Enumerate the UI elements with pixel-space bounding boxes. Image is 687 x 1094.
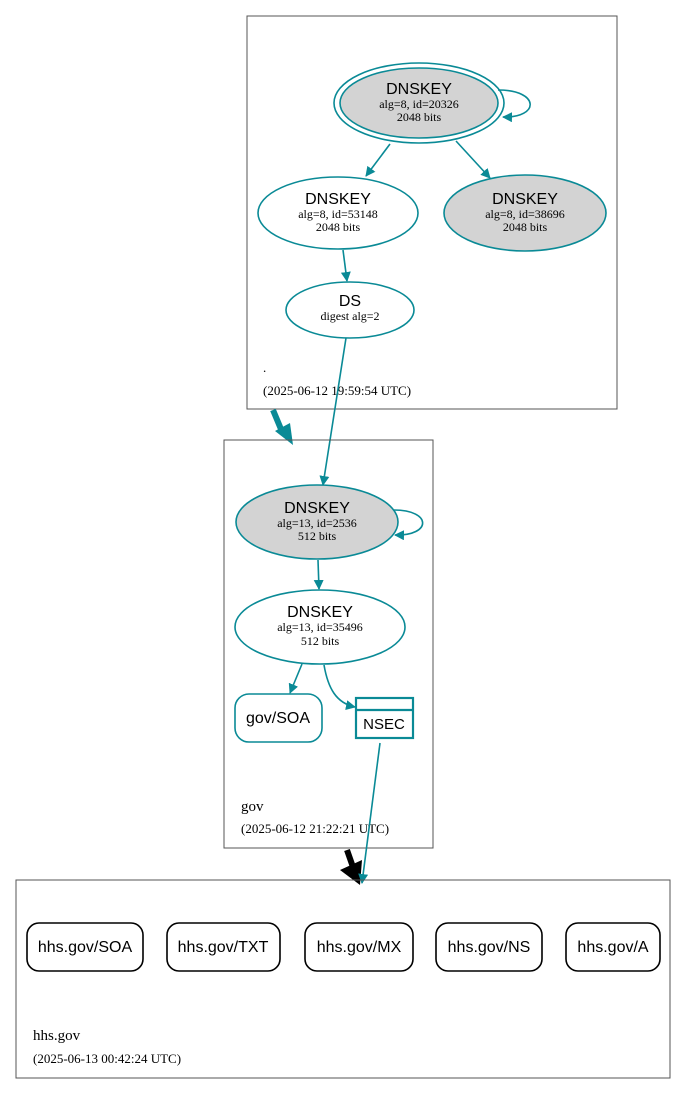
gov-ksk-alg: alg=13, id=2536 bbox=[277, 516, 357, 530]
record-label: hhs.gov/NS bbox=[448, 939, 531, 956]
root-zsk1-alg: alg=8, id=53148 bbox=[298, 207, 378, 221]
zone-hhs-name: hhs.gov bbox=[33, 1028, 81, 1044]
gov-ksk-node[interactable]: DNSKEY alg=13, id=2536 512 bits bbox=[235, 484, 399, 560]
zone-gov: gov (2025-06-12 21:22:21 UTC) bbox=[223, 439, 434, 849]
delegation-gov-to-hhs-head bbox=[340, 860, 362, 885]
zone-hhs-timestamp: (2025-06-13 00:42:24 UTC) bbox=[33, 1051, 181, 1066]
edge-root-ds-to-gov-ksk bbox=[319, 337, 347, 486]
gov-soa-node[interactable]: gov/SOA bbox=[234, 693, 323, 743]
zone-root-name: . bbox=[263, 360, 266, 375]
edge-root-ksk-to-zsk2 bbox=[455, 140, 491, 179]
edge-nsec-to-hhs bbox=[358, 742, 381, 884]
gov-ksk-self-edge bbox=[393, 509, 424, 541]
record-label: hhs.gov/TXT bbox=[178, 939, 269, 956]
root-zsk2-title: DNSKEY bbox=[492, 191, 558, 208]
gov-zsk-node[interactable]: DNSKEY alg=13, id=35496 512 bits bbox=[234, 589, 406, 665]
edge-gov-zsk-to-nsec bbox=[323, 664, 356, 711]
gov-nsec-label: NSEC bbox=[363, 716, 405, 733]
record-node[interactable]: hhs.gov/NS bbox=[435, 922, 543, 972]
root-zsk2-alg: alg=8, id=38696 bbox=[485, 207, 565, 221]
edge-gov-ksk-to-zsk bbox=[313, 559, 324, 590]
root-ds-node[interactable]: DS digest alg=2 bbox=[285, 281, 415, 339]
gov-soa-label: gov/SOA bbox=[246, 710, 310, 727]
edge-root-ksk-to-zsk1 bbox=[365, 143, 391, 177]
gov-zsk-alg: alg=13, id=35496 bbox=[277, 620, 363, 634]
record-node[interactable]: hhs.gov/TXT bbox=[166, 922, 281, 972]
zone-hhs: hhs.gov (2025-06-13 00:42:24 UTC) bbox=[15, 879, 671, 1079]
record-node[interactable]: hhs.gov/MX bbox=[304, 922, 414, 972]
root-ds-digest: digest alg=2 bbox=[320, 309, 379, 323]
edge-gov-zsk-to-soa bbox=[288, 663, 303, 694]
root-zsk2-node[interactable]: DNSKEY alg=8, id=38696 2048 bits bbox=[443, 174, 607, 252]
root-ksk-alg: alg=8, id=20326 bbox=[379, 97, 459, 111]
gov-zsk-bits: 512 bits bbox=[301, 634, 340, 648]
zone-gov-box bbox=[223, 439, 434, 849]
root-zsk1-node[interactable]: DNSKEY alg=8, id=53148 2048 bits bbox=[257, 176, 419, 250]
edge-root-zsk1-to-ds bbox=[340, 249, 351, 282]
root-ds-title: DS bbox=[339, 293, 361, 310]
gov-ksk-title: DNSKEY bbox=[284, 500, 350, 517]
gov-nsec-node[interactable]: NSEC bbox=[354, 696, 415, 740]
record-node[interactable]: hhs.gov/A bbox=[565, 922, 661, 972]
zone-gov-timestamp: (2025-06-12 21:22:21 UTC) bbox=[241, 821, 389, 836]
root-ksk-bits: 2048 bits bbox=[397, 110, 442, 124]
zone-root-box bbox=[246, 15, 618, 410]
root-ksk-self-edge bbox=[497, 89, 531, 123]
hhs-records: hhs.gov/SOA hhs.gov/TXT hhs.gov/MX hhs.g… bbox=[26, 922, 661, 972]
record-label: hhs.gov/A bbox=[577, 939, 648, 956]
gov-zsk-title: DNSKEY bbox=[287, 604, 353, 621]
record-label: hhs.gov/SOA bbox=[38, 939, 133, 956]
zone-hhs-box bbox=[15, 879, 671, 1079]
zone-gov-name: gov bbox=[241, 799, 264, 815]
root-zsk1-title: DNSKEY bbox=[305, 191, 371, 208]
root-ksk-node[interactable]: DNSKEY alg=8, id=20326 2048 bits bbox=[333, 62, 505, 144]
record-label: hhs.gov/MX bbox=[317, 939, 402, 956]
gov-ksk-bits: 512 bits bbox=[298, 529, 337, 543]
root-zsk2-bits: 2048 bits bbox=[503, 220, 548, 234]
record-node[interactable]: hhs.gov/SOA bbox=[26, 922, 144, 972]
root-zsk1-bits: 2048 bits bbox=[316, 220, 361, 234]
root-ksk-title: DNSKEY bbox=[386, 81, 452, 98]
